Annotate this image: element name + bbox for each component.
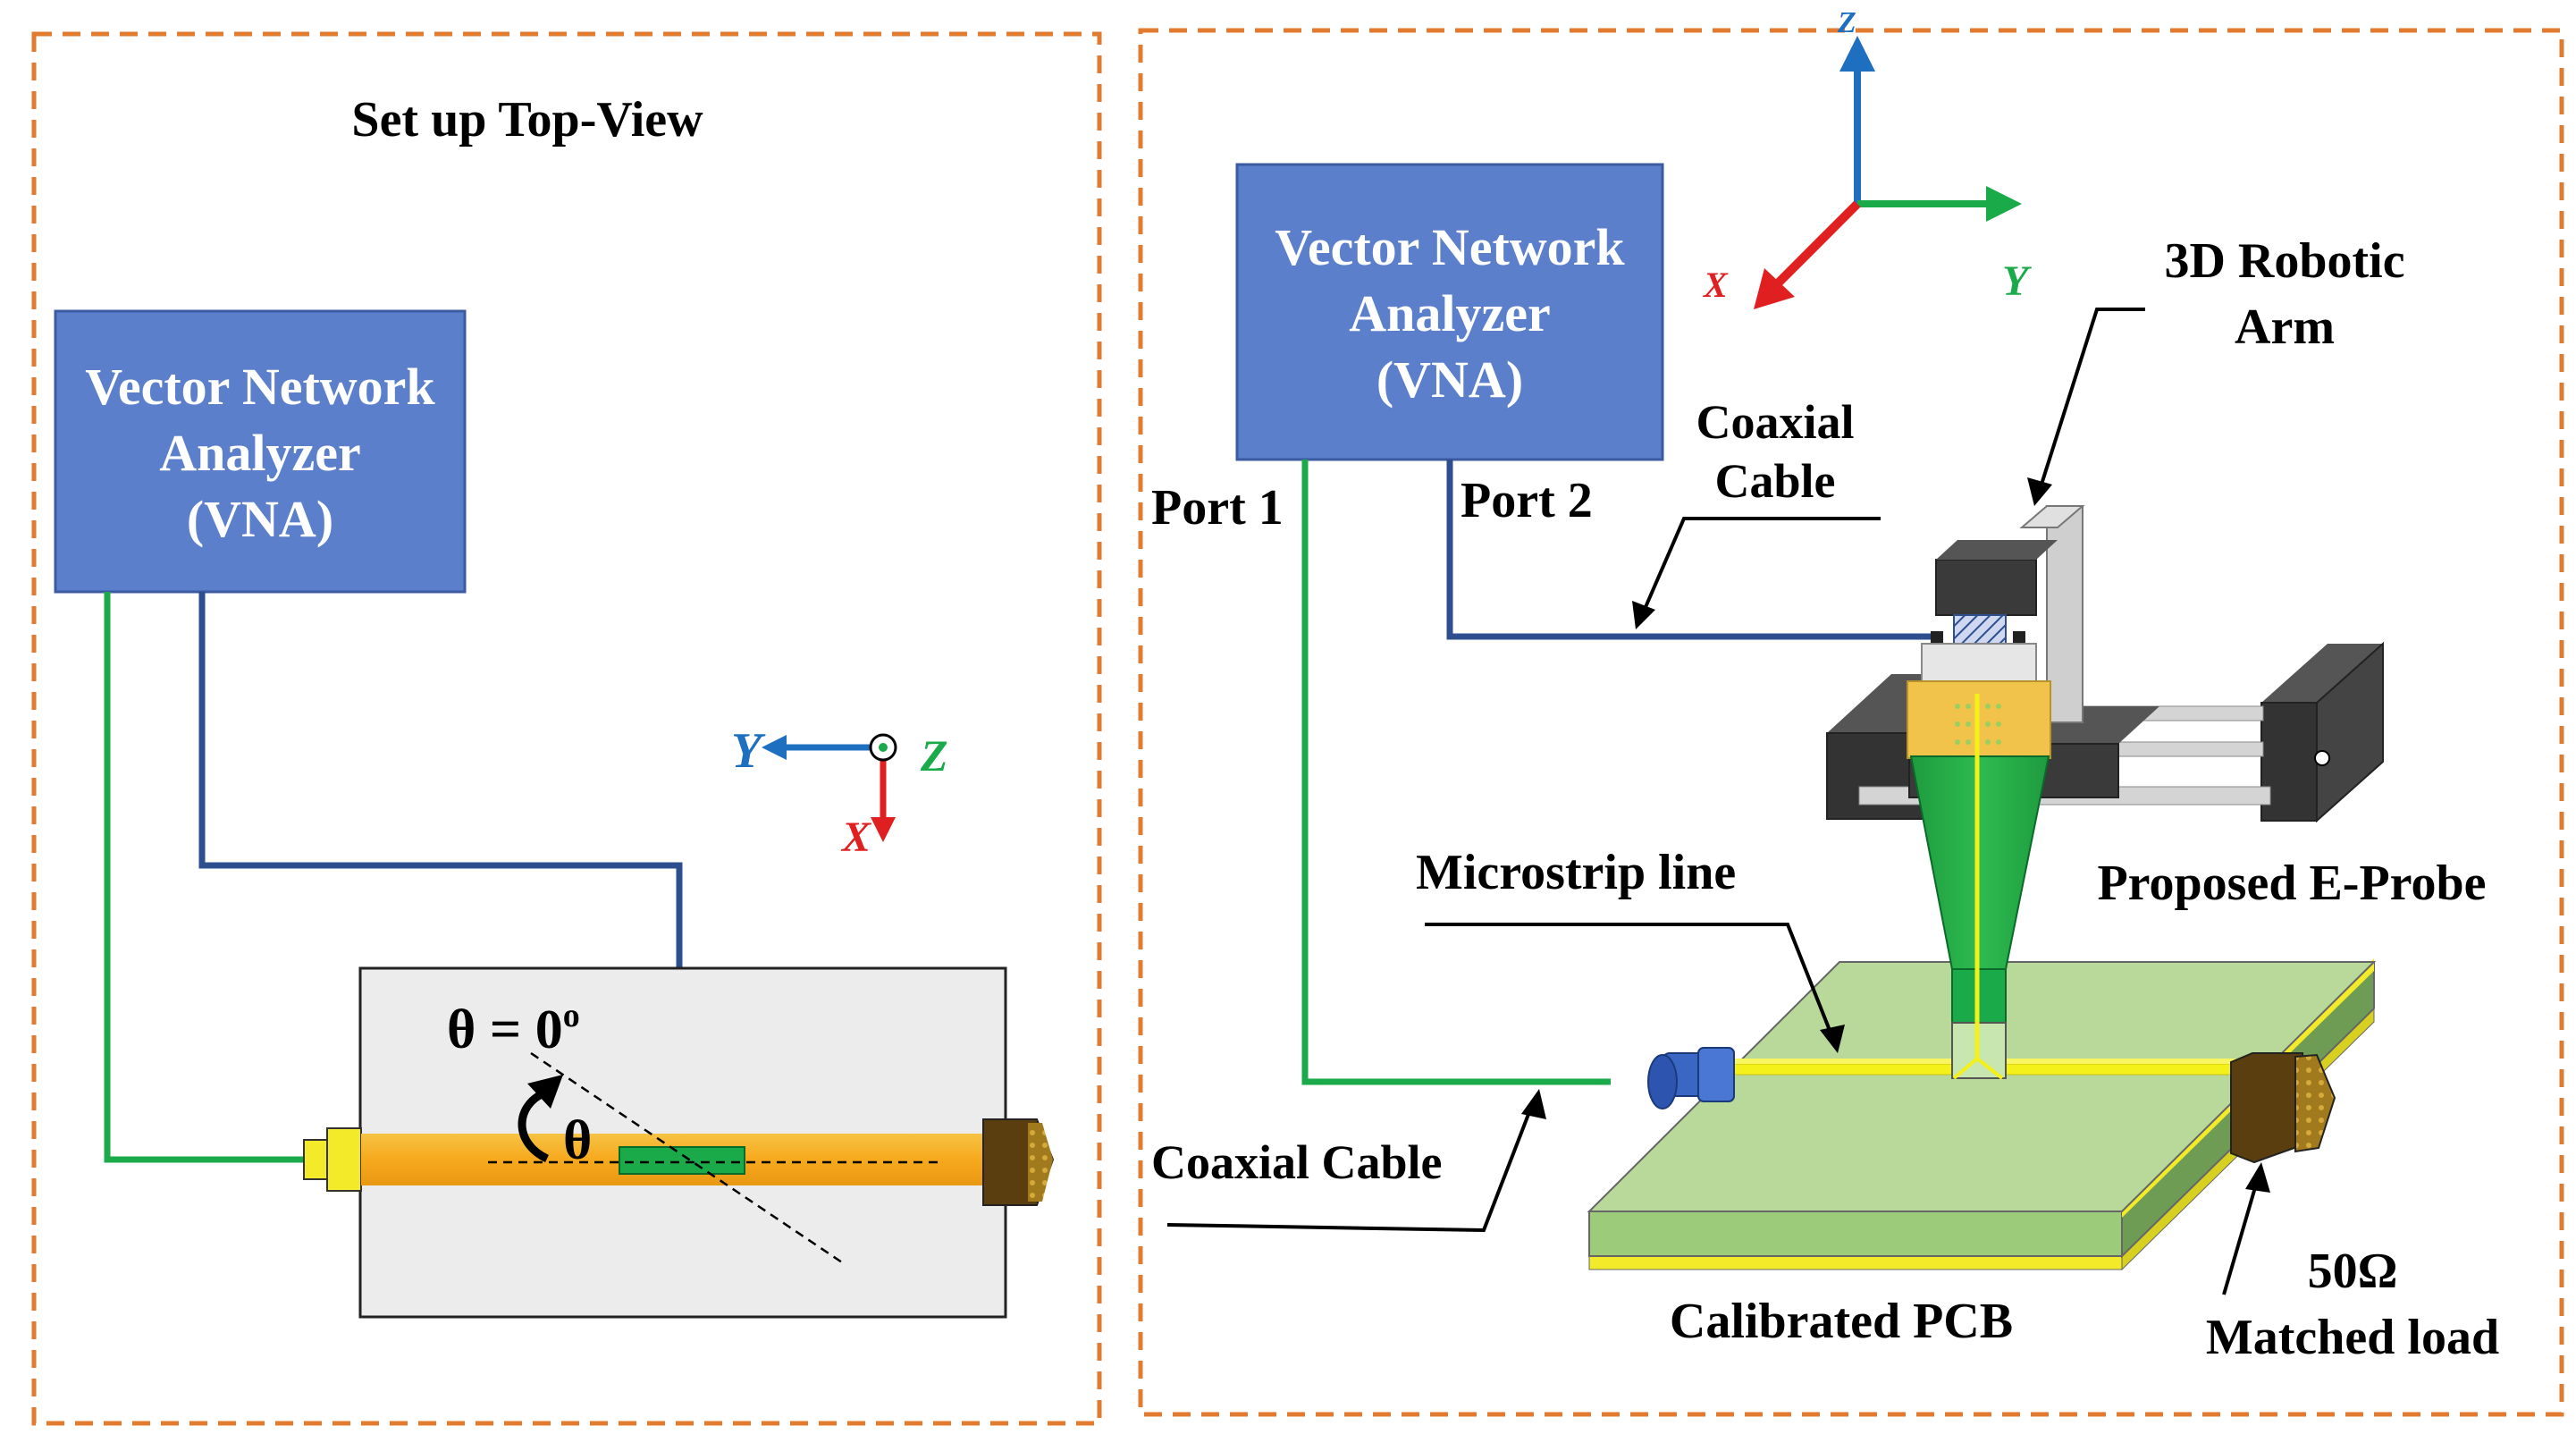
pcb-top-surface bbox=[1587, 961, 2377, 1212]
left-x-arrowhead bbox=[871, 817, 896, 842]
right-matched-load-face bbox=[2294, 1053, 2336, 1153]
right-x-axis-label: X bbox=[1702, 265, 1729, 305]
left-y-axis-label: Y bbox=[731, 723, 766, 779]
right-matched-load-body bbox=[2230, 1052, 2306, 1164]
coaxial-cable-top-leader-arrowhead bbox=[1632, 601, 1655, 629]
right-vna-line2: Analyzer bbox=[1349, 284, 1551, 342]
left-vna-line2: Analyzer bbox=[159, 424, 361, 482]
calibrated-pcb-label: Calibrated PCB bbox=[1670, 1294, 2013, 1349]
robot-vertical-column bbox=[2046, 505, 2084, 723]
left-green-cable bbox=[104, 592, 308, 1163]
left-theta-label: θ bbox=[563, 1110, 592, 1171]
pcb-bottom-copper-front bbox=[1588, 1255, 2123, 1270]
left-z-axis-dot bbox=[879, 743, 888, 752]
robotic-arm-label-line1: 3D Robotic bbox=[2164, 233, 2404, 289]
left-panel-border bbox=[31, 31, 1102, 1426]
coaxial-cable-bottom-leader bbox=[1166, 1104, 1534, 1233]
probe-holder bbox=[1921, 643, 2037, 686]
right-blue-cable bbox=[1446, 460, 1936, 640]
left-reference-line-angled bbox=[530, 1051, 843, 1264]
right-vna-line3: (VNA) bbox=[1376, 350, 1523, 409]
left-z-axis-label: Z bbox=[920, 730, 948, 780]
left-x-axis-label: X bbox=[840, 814, 871, 861]
left-sma-connector-flange bbox=[303, 1139, 328, 1180]
robotic-arm-label-line2: Arm bbox=[2235, 299, 2335, 355]
right-vna-box bbox=[1235, 163, 1664, 461]
left-vna-line3: (VNA) bbox=[187, 490, 333, 548]
left-y-arrowhead bbox=[762, 735, 787, 760]
right-sma-connector-nut bbox=[1697, 1047, 1735, 1102]
left-rotation-arrow bbox=[518, 1088, 550, 1163]
robot-cable-connector-right bbox=[2013, 631, 2025, 645]
pcb-front-edge bbox=[1588, 1211, 2123, 1257]
robot-right-rail-top bbox=[2261, 644, 2383, 703]
left-vna-box bbox=[54, 309, 467, 594]
matched-load-leader-arrowhead bbox=[2245, 1162, 2270, 1193]
coaxial-cable-top-leader bbox=[1641, 517, 1881, 614]
matched-load-label-line2: Matched load bbox=[2206, 1310, 2499, 1365]
right-vna-line1: Vector Network bbox=[1275, 218, 1625, 276]
e-probe-tip-fork bbox=[1952, 1056, 2004, 1080]
robot-right-rail-side bbox=[2316, 641, 2384, 823]
right-y-arrowhead bbox=[1986, 186, 2022, 222]
proposed-e-probe-label: Proposed E-Probe bbox=[2097, 856, 2486, 911]
robotic-arm-leader bbox=[2038, 308, 2145, 491]
microstrip-line-label: Microstrip line bbox=[1416, 845, 1736, 900]
matched-load-leader bbox=[2222, 1177, 2260, 1295]
e-probe-taper bbox=[1909, 755, 2050, 970]
left-panel-title: Set up Top-View bbox=[351, 92, 703, 148]
coaxial-cable-bottom-leader-arrowhead bbox=[1521, 1089, 1546, 1119]
port-2-label: Port 2 bbox=[1461, 473, 1593, 528]
robot-vertical-column-top bbox=[2019, 505, 2085, 528]
robot-head-clamp bbox=[1953, 614, 2007, 646]
robot-rail-bolt bbox=[2314, 750, 2330, 766]
right-x-arrowhead bbox=[1754, 268, 1795, 309]
coaxial-cable-top-line1: Coaxial bbox=[1696, 395, 1854, 449]
port-1-label: Port 1 bbox=[1151, 480, 1284, 536]
right-z-arrowhead bbox=[1839, 36, 1875, 72]
left-vna-line1: Vector Network bbox=[85, 358, 435, 416]
robot-head-block-top bbox=[1936, 540, 2058, 560]
left-probe-footprint bbox=[619, 1146, 745, 1175]
left-rotation-arrowhead bbox=[527, 1075, 563, 1109]
robot-cable-connector bbox=[1931, 631, 1943, 645]
coaxial-cable-top-line2: Cable bbox=[1715, 454, 1836, 508]
robot-head-block bbox=[1935, 559, 2037, 616]
left-matched-load-face bbox=[1028, 1123, 1053, 1202]
left-sma-connector-body bbox=[326, 1127, 362, 1192]
microstrip-line-leader-arrowhead bbox=[1820, 1025, 1845, 1053]
coaxial-cable-bottom-label: Coaxial Cable bbox=[1151, 1135, 1443, 1189]
right-sma-connector-front bbox=[1647, 1054, 1678, 1109]
right-x-axis bbox=[1775, 200, 1861, 286]
right-y-axis-label: Y bbox=[2002, 257, 2032, 305]
e-probe-vias bbox=[1955, 704, 2001, 745]
left-angle-label: θ = 0o bbox=[447, 997, 580, 1060]
matched-load-label-line1: 50Ω bbox=[2308, 1244, 2398, 1299]
right-green-cable bbox=[1301, 460, 1611, 1085]
robotic-arm-leader-arrowhead bbox=[2027, 477, 2052, 506]
microstrip-line-leader bbox=[1425, 923, 1834, 1038]
right-z-axis-label: Z bbox=[1837, 6, 1856, 39]
